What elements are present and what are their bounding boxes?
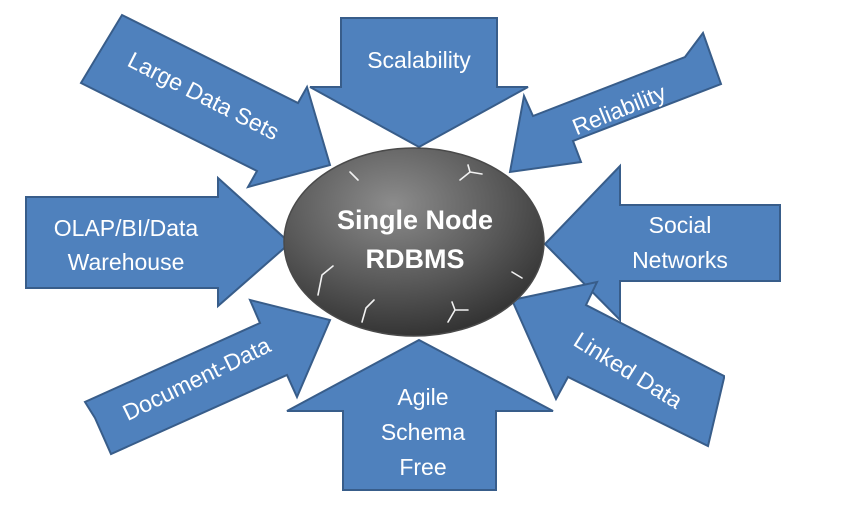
- social-networks-arrow: Social Networks: [543, 163, 781, 323]
- olap-label-line2: Warehouse: [68, 249, 185, 275]
- crack-mark: [447, 301, 469, 323]
- agile-label-line1: Agile: [397, 384, 448, 410]
- crack-mark: [349, 171, 359, 181]
- reliability-arrow: Reliability: [508, 30, 723, 174]
- olap-arrow: OLAP/BI/Data Warehouse: [25, 175, 292, 309]
- olap-label-line1: OLAP/BI/Data: [54, 215, 199, 241]
- center-label-line1: Single Node: [337, 205, 493, 235]
- agile-schema-free-arrow: Agile Schema Free: [286, 338, 554, 491]
- social-networks-label-line2: Networks: [632, 247, 728, 273]
- scalability-label: Scalability: [367, 47, 471, 73]
- crack-mark: [511, 271, 523, 279]
- center-label-line2: RDBMS: [366, 244, 465, 274]
- crack-mark: [459, 164, 483, 181]
- rdbms-stone-shape: [283, 147, 545, 337]
- document-data-arrow: Document-Data: [83, 298, 332, 456]
- crack-mark: [317, 265, 334, 296]
- scalability-arrow: Scalability: [309, 17, 529, 149]
- crack-mark: [361, 299, 375, 323]
- agile-label-line3: Free: [399, 454, 446, 480]
- single-node-rdbms: Single Node RDBMS: [283, 147, 545, 337]
- large-data-sets-arrow: Large Data Sets: [79, 13, 332, 189]
- social-networks-label-line1: Social: [649, 212, 712, 238]
- agile-label-line2: Schema: [381, 419, 466, 445]
